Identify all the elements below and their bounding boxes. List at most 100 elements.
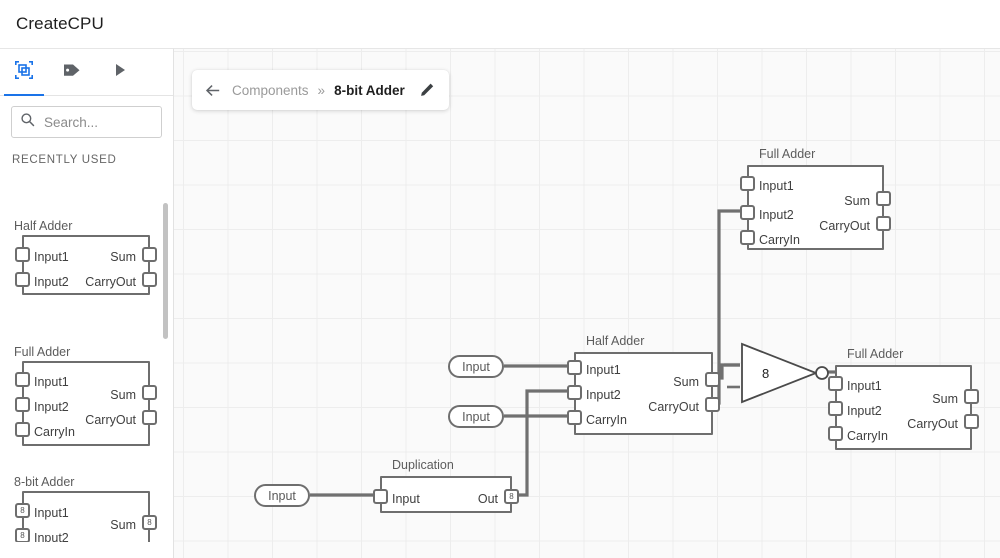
port-label-carryout: CarryOut xyxy=(85,413,136,427)
port-input1[interactable] xyxy=(740,176,755,191)
component-outline: Input1 Input2 Sum CarryOut xyxy=(15,235,157,295)
port-carryin[interactable] xyxy=(567,410,582,425)
port-carryin[interactable] xyxy=(15,422,30,437)
port-label-out: Out xyxy=(477,492,498,506)
input-pill-3[interactable]: Input xyxy=(254,484,310,507)
sidebar-scrollbar[interactable] xyxy=(163,203,168,339)
node-full-adder-right[interactable]: Full Adder Input1 Input2 CarryIn Sum Car… xyxy=(828,347,979,450)
input-pill-label: Input xyxy=(268,488,296,503)
node-full-adder-top[interactable]: Full Adder Input1 Input2 CarryIn Sum Car… xyxy=(740,147,891,250)
port-carryin[interactable] xyxy=(828,426,843,441)
search-icon xyxy=(20,112,35,132)
port-label-carryin: CarryIn xyxy=(586,413,627,427)
port-label-input2: Input2 xyxy=(34,275,69,289)
library-item-half-adder[interactable]: Half Adder Input1 Input2 Sum CarryOut xyxy=(0,219,173,295)
tab-run[interactable] xyxy=(96,49,144,95)
port-input1[interactable] xyxy=(828,376,843,391)
port-label-input2: Input2 xyxy=(586,388,621,402)
schematic-canvas[interactable]: Components » 8-bit Adder Full Adder Inpu… xyxy=(174,48,1000,558)
play-icon xyxy=(111,61,129,84)
port-label-input2: Input2 xyxy=(847,404,882,418)
search-box[interactable] xyxy=(11,106,162,138)
port-label-input2: Input2 xyxy=(34,400,69,414)
port-input1[interactable] xyxy=(15,372,30,387)
node-bus-merge[interactable] xyxy=(740,342,830,409)
port-sum[interactable] xyxy=(142,247,157,262)
bus-merge-label: 8 xyxy=(762,366,770,381)
port-label-sum: Sum xyxy=(110,518,136,532)
port-sum[interactable] xyxy=(964,389,979,404)
input-pill-label: Input xyxy=(462,409,490,424)
port-carryout[interactable] xyxy=(705,397,720,412)
port-input2[interactable] xyxy=(567,385,582,400)
input-pill-1[interactable]: Input xyxy=(448,355,504,378)
port-input1[interactable]: 8 xyxy=(15,503,30,518)
back-button[interactable] xyxy=(204,81,223,100)
port-label-sum: Sum xyxy=(844,194,870,208)
port-carryout[interactable] xyxy=(964,414,979,429)
port-label-carryin: CarryIn xyxy=(759,233,800,247)
port-input1[interactable] xyxy=(15,247,30,262)
port-label-carryin: CarryIn xyxy=(847,429,888,443)
library-item-8bit-adder[interactable]: 8-bit Adder 8 Input1 8 Input2 8 Sum xyxy=(0,475,173,542)
port-label-input2: Input2 xyxy=(759,208,794,222)
search-input[interactable] xyxy=(42,113,150,131)
section-header-recently-used: RECENTLY USED xyxy=(12,154,117,166)
port-input2[interactable] xyxy=(740,205,755,220)
port-sum[interactable] xyxy=(705,372,720,387)
component-icon xyxy=(14,60,34,85)
port-input1[interactable] xyxy=(567,360,582,375)
port-input2[interactable] xyxy=(15,272,30,287)
app-title: CreateCPU xyxy=(16,14,104,33)
pencil-icon[interactable] xyxy=(419,82,435,98)
breadcrumb-root[interactable]: Components xyxy=(232,82,309,98)
port-sum[interactable] xyxy=(142,385,157,400)
input-pill-label: Input xyxy=(462,359,490,374)
node-title: Duplication xyxy=(392,458,454,472)
port-label-input1: Input1 xyxy=(34,250,69,264)
breadcrumb-separator: » xyxy=(317,82,326,98)
port-carryout[interactable] xyxy=(142,410,157,425)
wire-duplication-to-halfadder-input2 xyxy=(512,389,574,497)
node-half-adder[interactable]: Half Adder Input1 Input2 CarryIn Sum Car… xyxy=(567,334,720,435)
port-carryin[interactable] xyxy=(740,230,755,245)
component-outline: Input1 Input2 CarryIn Sum CarryOut xyxy=(567,352,720,435)
port-label-sum: Sum xyxy=(673,375,699,389)
sidebar-library-scroll[interactable]: Half Adder Input1 Input2 Sum CarryOut Fu… xyxy=(0,197,173,542)
library-item-title: Half Adder xyxy=(14,219,73,233)
port-out[interactable]: 8 xyxy=(504,489,519,504)
port-input[interactable] xyxy=(373,489,388,504)
port-input2[interactable]: 8 xyxy=(15,528,30,542)
port-label-input: Input xyxy=(392,492,420,506)
wire-layer xyxy=(310,209,835,497)
port-label-input1: Input1 xyxy=(759,179,794,193)
port-sum[interactable] xyxy=(876,191,891,206)
port-label-input1: Input1 xyxy=(847,379,882,393)
library-item-full-adder[interactable]: Full Adder Input1 Input2 CarryIn Sum Car… xyxy=(0,345,173,446)
node-duplication[interactable]: Duplication Input 8 Out xyxy=(373,458,519,513)
tab-tags[interactable] xyxy=(48,49,96,95)
port-label-carryout: CarryOut xyxy=(819,219,870,233)
tab-components[interactable] xyxy=(0,49,48,96)
breadcrumb: Components » 8-bit Adder xyxy=(192,70,449,110)
input-pill-2[interactable]: Input xyxy=(448,405,504,428)
port-sum[interactable]: 8 xyxy=(142,515,157,530)
port-input2[interactable] xyxy=(828,401,843,416)
port-label-input2: Input2 xyxy=(34,531,69,542)
app-header: CreateCPU xyxy=(0,0,1000,48)
component-outline: Input1 Input2 CarryIn Sum CarryOut xyxy=(15,361,157,446)
tag-icon xyxy=(62,60,82,85)
port-label-carryin: CarryIn xyxy=(34,425,75,439)
port-label-input1: Input1 xyxy=(34,506,69,520)
port-carryout[interactable] xyxy=(876,216,891,231)
port-label-sum: Sum xyxy=(932,392,958,406)
port-input2[interactable] xyxy=(15,397,30,412)
port-label-carryout: CarryOut xyxy=(85,275,136,289)
port-label-input1: Input1 xyxy=(586,363,621,377)
node-title: Half Adder xyxy=(586,334,645,348)
port-label-sum: Sum xyxy=(110,388,136,402)
breadcrumb-current: 8-bit Adder xyxy=(334,82,405,98)
port-carryout[interactable] xyxy=(142,272,157,287)
library-item-title: 8-bit Adder xyxy=(14,475,75,489)
port-label-carryout: CarryOut xyxy=(907,417,958,431)
